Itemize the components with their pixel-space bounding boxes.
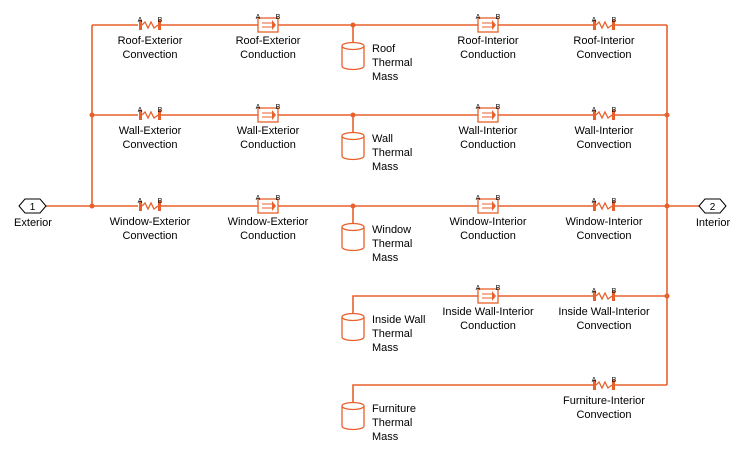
port-b-label: B <box>158 198 163 205</box>
port-a-label: A <box>592 17 597 24</box>
port-b-label: B <box>612 377 617 384</box>
port-a-label: A <box>592 288 597 295</box>
interior-port-label: Interior <box>696 217 731 229</box>
interior-port[interactable]: 2 Interior <box>696 198 731 229</box>
port-a-label: A <box>476 285 481 292</box>
port-b-label: B <box>612 198 617 205</box>
wires <box>46 24 699 404</box>
port-b-label: B <box>158 107 163 114</box>
port-a-label: A <box>256 104 261 111</box>
port-a-label: A <box>476 195 481 202</box>
exterior-port[interactable]: 1 Exterior <box>14 198 52 229</box>
port-a-label: A <box>138 198 143 205</box>
port-a-label: A <box>256 14 261 21</box>
junction-dots <box>89 22 670 299</box>
port-b-label: B <box>612 107 617 114</box>
port-a-label: A <box>138 17 143 24</box>
port-a-label: A <box>476 104 481 111</box>
port-b-label: B <box>496 14 501 21</box>
port-b-label: B <box>276 14 281 21</box>
port-a-label: A <box>592 198 597 205</box>
port-b-label: B <box>612 17 617 24</box>
port-b-label: B <box>612 288 617 295</box>
port-a-label: A <box>476 14 481 21</box>
port-a-label: A <box>138 107 143 114</box>
exterior-port-number: 1 <box>30 202 36 213</box>
port-a-label: A <box>592 107 597 114</box>
port-b-label: B <box>496 104 501 111</box>
port-b-label: B <box>496 285 501 292</box>
port-b-label: B <box>158 17 163 24</box>
interior-port-number: 2 <box>710 202 716 213</box>
port-a-label: A <box>592 377 597 384</box>
port-a-label: A <box>256 195 261 202</box>
exterior-port-label: Exterior <box>14 217 52 229</box>
port-b-label: B <box>276 104 281 111</box>
port-b-label: B <box>496 195 501 202</box>
port-b-label: B <box>276 195 281 202</box>
